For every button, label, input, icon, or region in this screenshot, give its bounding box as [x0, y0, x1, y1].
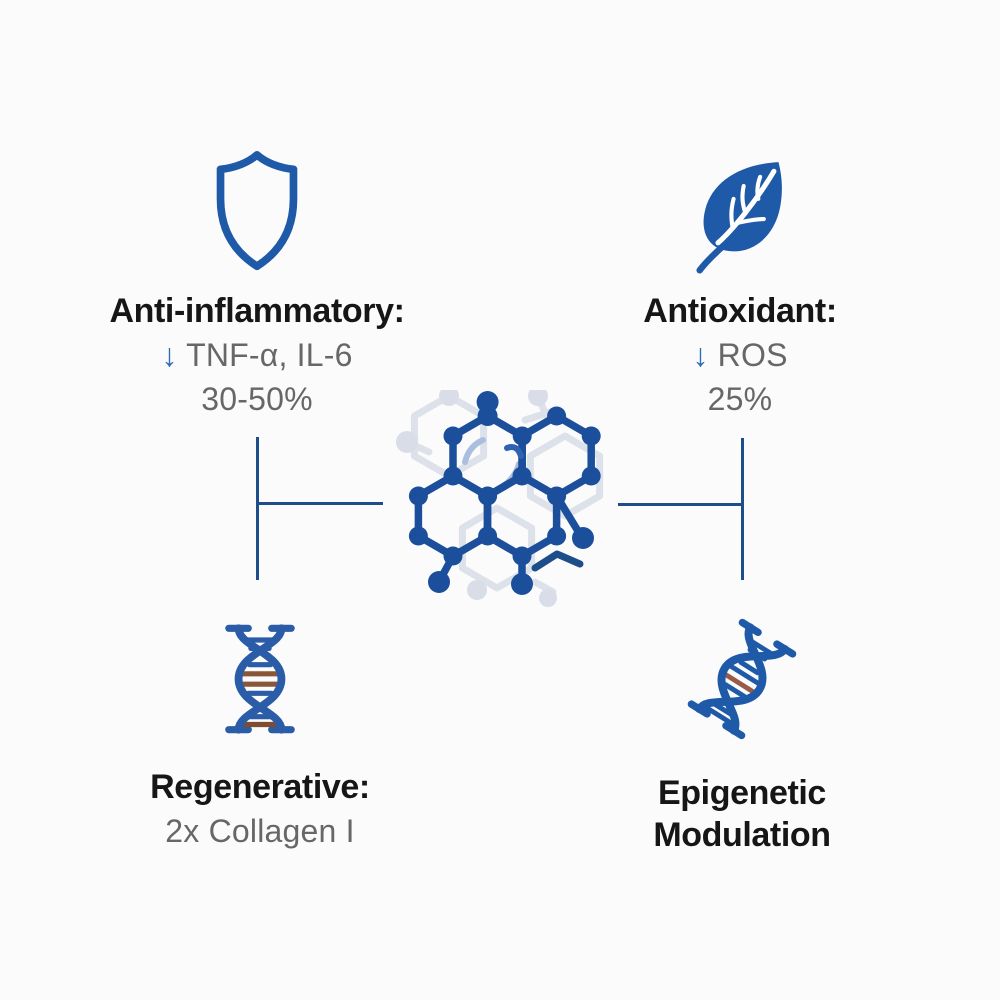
panel-value: 30-50% [201, 380, 313, 417]
panel-anti-inflammatory: Anti-inflammatory: ↓ TNF-α, IL-6 30-50% [57, 142, 457, 421]
panel-title: Epigenetic Modulation [653, 772, 831, 856]
leaf-icon [685, 142, 795, 274]
molecule-icon [385, 386, 610, 615]
panel-title: Anti-inflammatory: [109, 292, 405, 330]
left-connector-vertical [256, 437, 259, 580]
panel-epigenetic-modulation: Epigenetic Modulation [542, 608, 942, 856]
effect-text: 2x Collagen I [165, 812, 355, 849]
panel-regenerative: Regenerative: 2x Collagen I [60, 608, 460, 853]
dna-diagonal-icon [687, 608, 797, 750]
right-connector-horizontal [618, 503, 742, 506]
panel-title: Regenerative: [150, 768, 370, 806]
down-arrow-icon: ↓ [692, 336, 709, 373]
left-connector-horizontal [256, 502, 383, 505]
panel-title: Antioxidant: [643, 292, 837, 330]
panel-effect-line: ↓ ROS [692, 333, 787, 377]
panel-antioxidant: Antioxidant: ↓ ROS 25% [540, 142, 940, 421]
shield-icon [209, 142, 305, 274]
panel-value: 25% [707, 380, 773, 417]
panel-effect-line: ↓ TNF-α, IL-6 [161, 333, 352, 377]
effect-text: ROS [717, 336, 788, 373]
right-connector-vertical [741, 438, 744, 580]
down-arrow-icon: ↓ [161, 336, 178, 373]
panel-title-line2: Modulation [653, 816, 831, 855]
dna-helix-icon [221, 608, 299, 750]
panel-title-line1: Epigenetic [658, 774, 826, 812]
effect-text: TNF-α, IL-6 [186, 336, 353, 373]
